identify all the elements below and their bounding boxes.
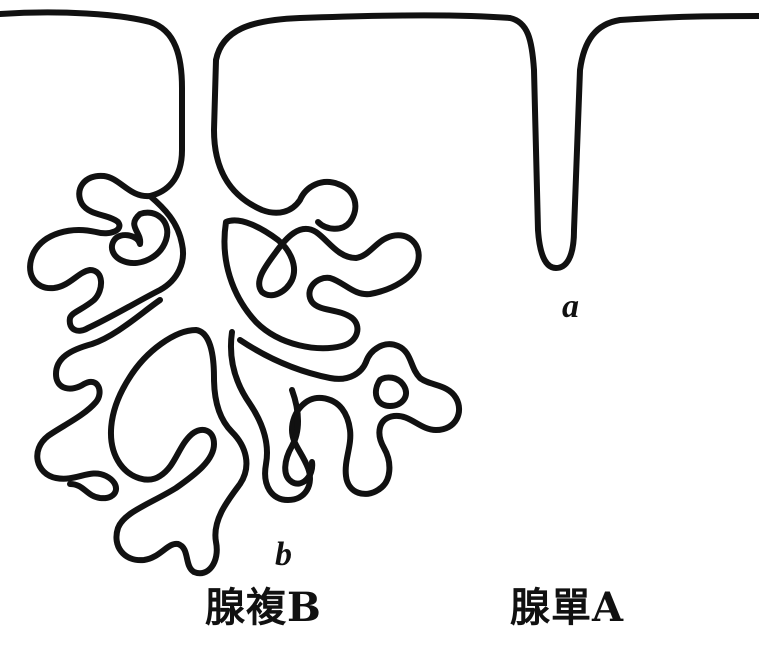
caption-compound-gland: 腺複B xyxy=(205,588,322,628)
compound-lobule-upper-right xyxy=(224,220,418,348)
compound-lobule-far-left xyxy=(37,300,160,498)
surface-line-left xyxy=(0,12,182,196)
compound-duct-right-wall xyxy=(214,60,355,229)
compound-lobule-lower-left xyxy=(111,330,246,573)
caption-simple-gland: 腺單A xyxy=(510,588,624,628)
label-b: b xyxy=(275,538,292,572)
label-a: a xyxy=(562,290,579,324)
